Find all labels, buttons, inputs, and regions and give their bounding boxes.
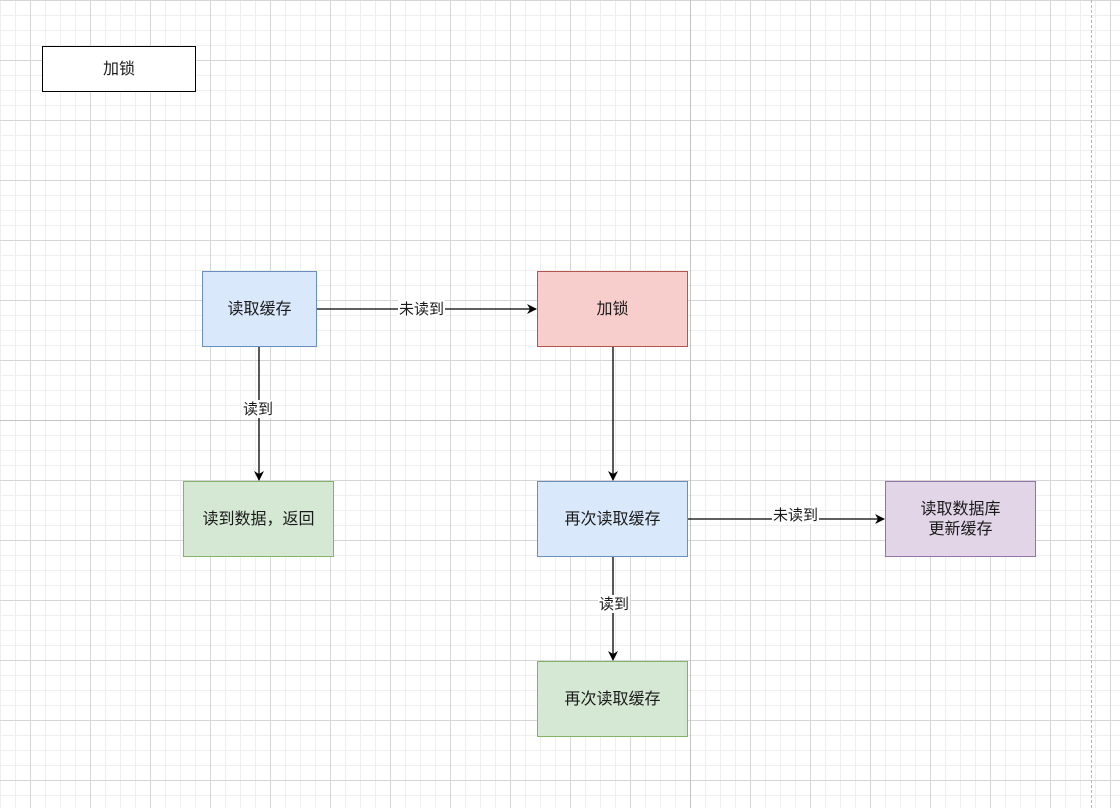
node-read-db-update-cache[interactable]: 读取数据库 更新缓存: [885, 481, 1036, 557]
node-read-cache-label: 读取缓存: [227, 299, 292, 318]
node-read-success-return-label: 读到数据，返回: [202, 509, 315, 528]
node-reread-cache-result-label: 再次读取缓存: [564, 689, 661, 708]
edge-label-read-1: 读到: [242, 400, 275, 418]
node-read-cache[interactable]: 读取缓存: [202, 271, 317, 347]
node-reread-cache-result[interactable]: 再次读取缓存: [537, 661, 688, 737]
edge-label-not-read-1: 未读到: [398, 300, 446, 318]
node-reread-cache-label: 再次读取缓存: [564, 509, 661, 528]
node-lock-label: 加锁: [596, 299, 629, 318]
node-reread-cache[interactable]: 再次读取缓存: [537, 481, 688, 557]
lock-legend-box[interactable]: 加锁: [42, 46, 196, 92]
page-edge-dashed: [1091, 0, 1092, 808]
node-read-db-label: 读取数据库: [920, 499, 1001, 518]
page-break-horizontal: [0, 420, 1120, 421]
node-read-success-return[interactable]: 读到数据，返回: [183, 481, 334, 557]
node-update-cache-label: 更新缓存: [928, 519, 993, 538]
edge-label-read-2: 读到: [598, 595, 631, 613]
edge-label-not-read-2: 未读到: [772, 506, 820, 524]
page-break-vertical: [690, 0, 691, 808]
lock-legend-label: 加锁: [102, 59, 135, 78]
node-lock[interactable]: 加锁: [537, 271, 688, 347]
